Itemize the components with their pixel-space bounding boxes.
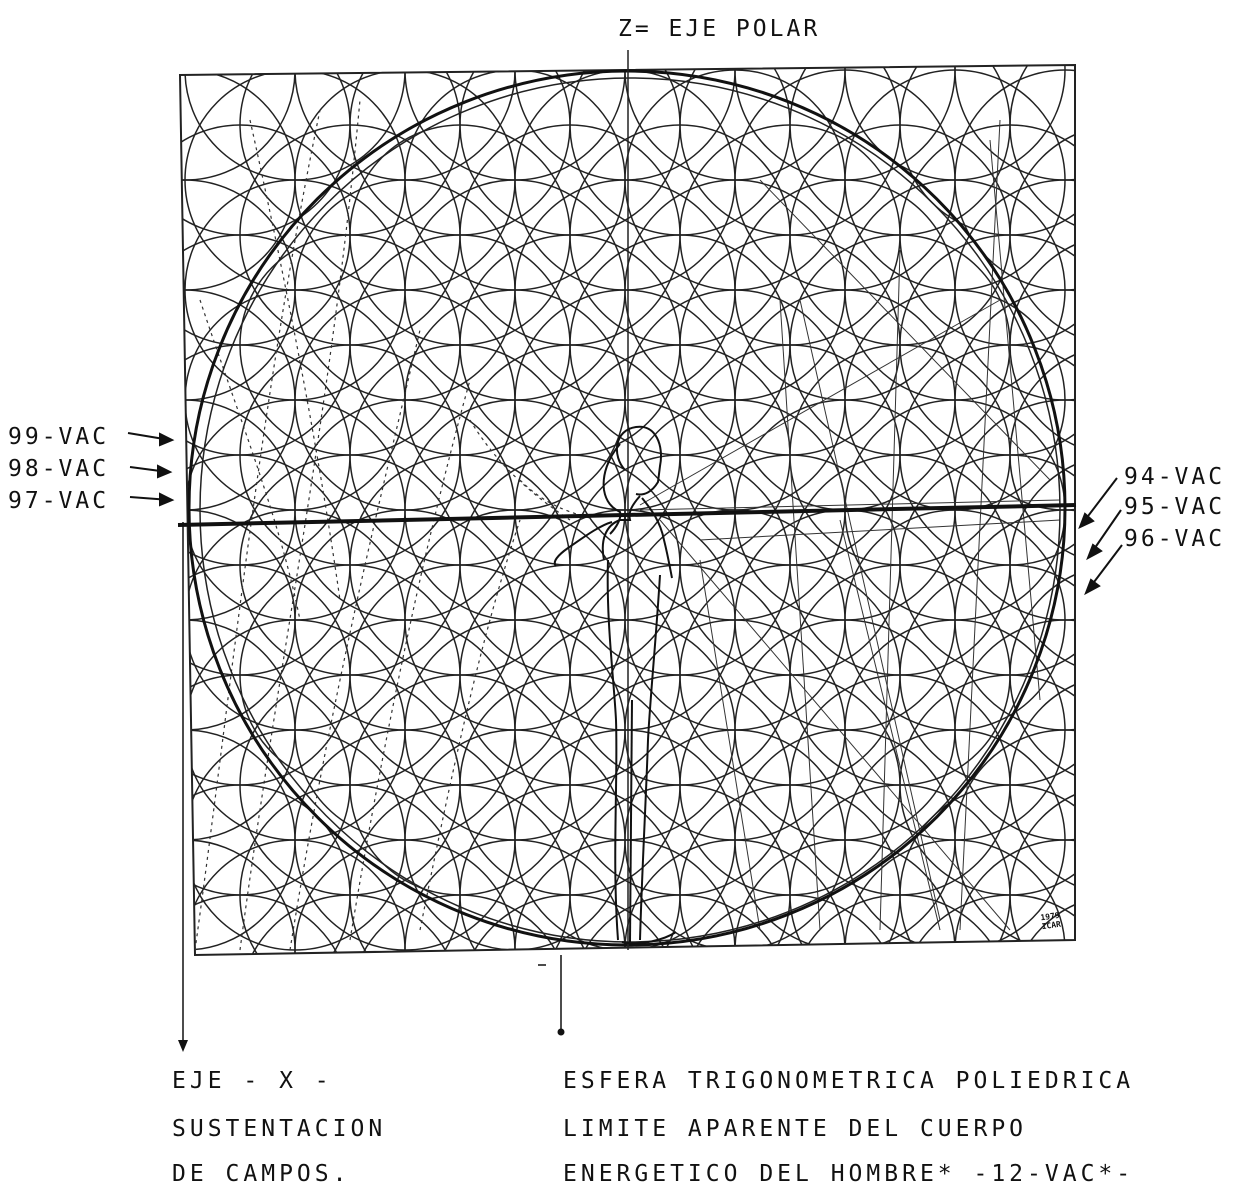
lattice-circle [845,0,1065,180]
arrow-95-vac [1088,510,1121,558]
lattice-circle [735,840,955,1060]
label-95-vac: 95-VAC [1124,496,1225,519]
lattice-circle [1010,785,1230,1005]
caption-x-axis-line-3: DE CAMPOS. [172,1163,350,1186]
lattice-circle [350,895,570,1115]
caption-sphere-line-3: ENERGETICO DEL HOMBRE* -12-VAC*- [563,1163,1134,1186]
lattice-circle [845,840,1065,1060]
lattice-circle [295,0,515,180]
label-99-vac: 99-VAC [8,426,109,449]
caption-x-axis-line-1: EJE - X - [172,1070,333,1093]
lattice-circle [515,840,735,1060]
arrow-97-vac [130,494,172,505]
lattice-circle [955,840,1175,1060]
caption-sphere-line-2: LIMITE APARENTE DEL CUERPO [563,1118,1027,1141]
arrow-98-vac [130,466,170,477]
lattice-circle [1010,565,1230,785]
lattice-circle [1010,235,1230,455]
lattice-circle [1010,675,1230,895]
lattice-circle [75,730,295,950]
lattice-circle [625,840,845,1060]
arrow-99-vac [128,433,172,445]
lattice-circle [75,510,295,730]
lattice-circle [75,620,295,840]
lattice-circle [1010,125,1230,345]
sphere-pointer-dot [558,1029,565,1036]
dotted-arc [420,520,520,930]
label-94-vac: 94-VAC [1124,466,1225,489]
caption-x-axis-line-2: SUSTENTACION [172,1118,386,1141]
caption-sphere-line-1: ESFERA TRIGONOMETRICA POLIEDRICA [563,1070,1134,1093]
lattice-circle [75,0,295,180]
artist-signature: 1979 ICAR [1040,911,1062,932]
arrow-94-vac [1080,478,1117,527]
polar-axis-title: Z= EJE POLAR [618,18,820,41]
dotted-arc [350,380,470,940]
label-98-vac: 98-VAC [8,458,109,481]
lattice-circle [405,0,625,180]
label-97-vac: 97-VAC [8,490,109,513]
lattice-circle [75,840,295,1060]
lattice-circle [1010,15,1230,235]
x-axis-arrowhead [178,1040,188,1052]
lattice-circle [955,0,1175,180]
label-96-vac: 96-VAC [1124,528,1225,551]
